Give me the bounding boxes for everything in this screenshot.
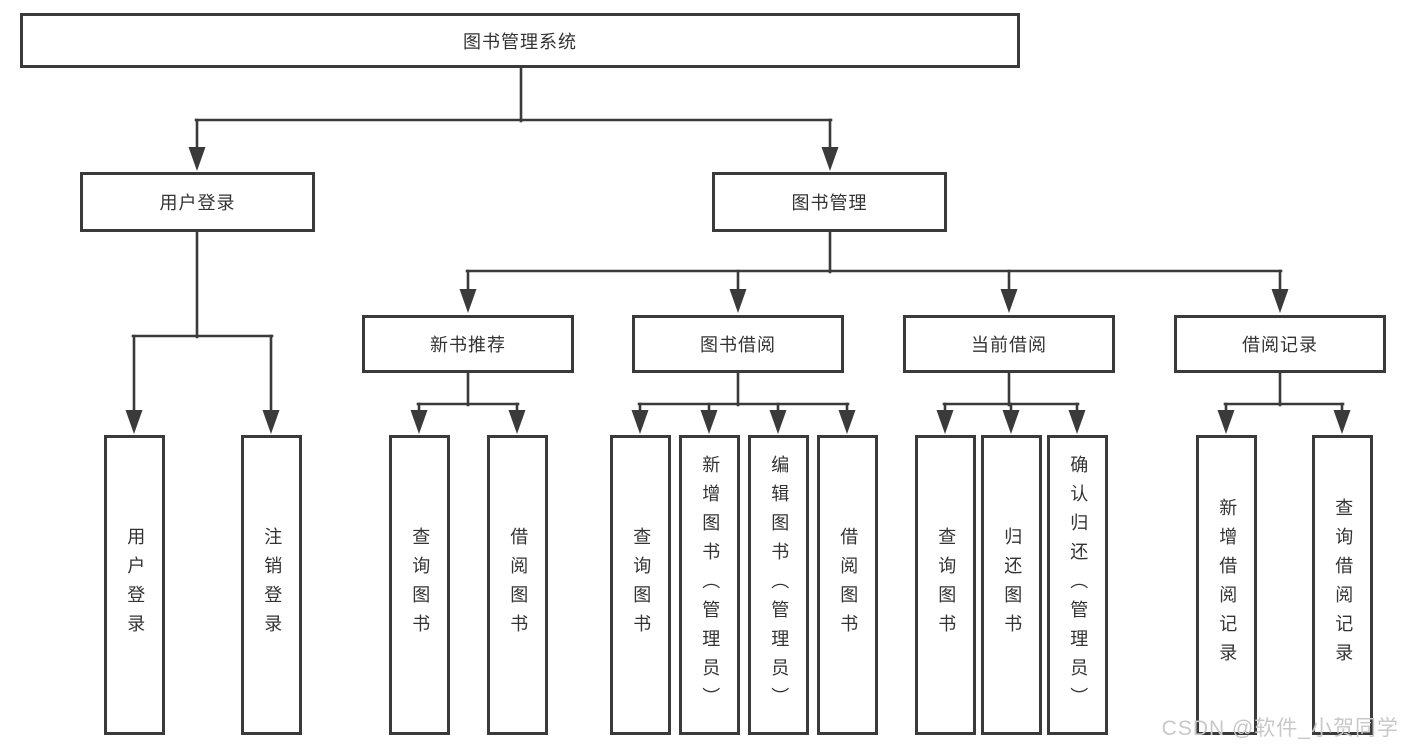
node-user-login: 用户登录: [80, 172, 315, 232]
leaf-recommend-query-books-label: 查询图书: [410, 527, 431, 643]
csdn-watermark: CSDN @软件_小贺同学: [1161, 717, 1399, 740]
leaf-add-borrow-record: 新增借阅记录: [1196, 435, 1257, 735]
leaf-add-books-admin: 新增图书（管理员）: [679, 435, 740, 735]
node-borrow-records: 借阅记录: [1174, 315, 1386, 373]
node-borrow-records-label: 借阅记录: [1242, 335, 1318, 355]
leaf-borrow-query-books: 查询图书: [610, 435, 671, 735]
node-book-management-label: 图书管理: [791, 193, 868, 213]
leaf-logout: 注销登录: [241, 435, 302, 735]
node-book-borrow-label: 图书借阅: [700, 335, 776, 355]
leaf-edit-books-admin-label: 编辑图书（管理员）: [769, 454, 790, 716]
leaf-add-books-admin-label: 新增图书（管理员）: [700, 454, 721, 716]
leaf-logout-label: 注销登录: [262, 527, 283, 643]
node-user-login-label: 用户登录: [159, 193, 236, 213]
leaf-recommend-query-books: 查询图书: [389, 435, 450, 735]
leaf-current-query-books-label: 查询图书: [936, 527, 957, 643]
leaf-query-borrow-record: 查询借阅记录: [1312, 435, 1373, 735]
node-current-borrow-label: 当前借阅: [971, 335, 1047, 355]
node-root-label: 图书管理系统: [463, 31, 577, 52]
node-book-borrow: 图书借阅: [632, 315, 844, 373]
leaf-borrow-books: 借阅图书: [817, 435, 878, 735]
leaf-return-books-label: 归还图书: [1002, 527, 1023, 643]
leaf-recommend-borrow-books-label: 借阅图书: [508, 527, 529, 643]
leaf-current-query-books: 查询图书: [915, 435, 976, 735]
node-book-management: 图书管理: [712, 172, 947, 232]
leaf-add-borrow-record-label: 新增借阅记录: [1217, 498, 1238, 672]
node-current-borrow: 当前借阅: [903, 315, 1115, 373]
leaf-user-login: 用户登录: [104, 435, 165, 735]
node-new-book-recommend: 新书推荐: [362, 315, 574, 373]
leaf-user-login-label: 用户登录: [125, 527, 146, 643]
leaf-confirm-return-admin-label: 确认归还（管理员）: [1068, 454, 1089, 716]
leaf-confirm-return-admin: 确认归还（管理员）: [1047, 435, 1108, 735]
leaf-query-borrow-record-label: 查询借阅记录: [1333, 498, 1354, 672]
leaf-borrow-books-label: 借阅图书: [838, 527, 859, 643]
leaf-recommend-borrow-books: 借阅图书: [487, 435, 548, 735]
node-root: 图书管理系统: [20, 13, 1020, 68]
leaf-return-books: 归还图书: [981, 435, 1042, 735]
leaf-edit-books-admin: 编辑图书（管理员）: [748, 435, 809, 735]
node-new-book-recommend-label: 新书推荐: [430, 335, 506, 355]
leaf-borrow-query-books-label: 查询图书: [631, 527, 652, 643]
